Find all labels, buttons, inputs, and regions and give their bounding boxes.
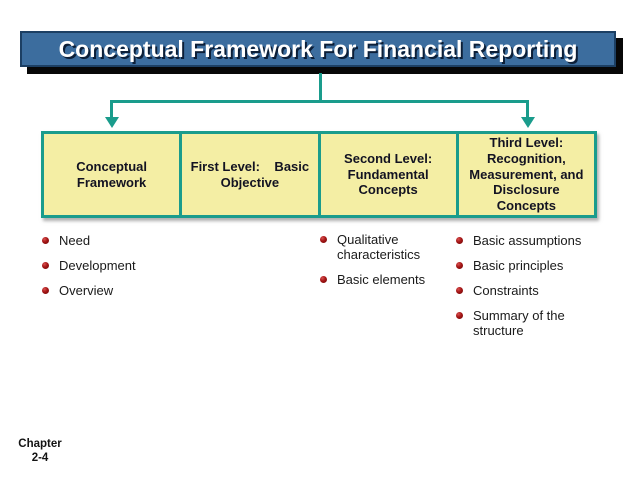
box-second-level-fundamental-concepts: Second Level: Fundamental Concepts bbox=[320, 134, 456, 215]
bullet-icon bbox=[456, 312, 463, 319]
box-conceptual-framework: Conceptual Framework bbox=[44, 134, 180, 215]
list-item-text: Constraints bbox=[473, 283, 539, 298]
connector-right-drop-line bbox=[526, 100, 529, 118]
list-item-text: Basic elements bbox=[337, 272, 426, 287]
list-item-text: Summary of the structure bbox=[473, 308, 565, 338]
list-item-text: Qualitative characteristics bbox=[337, 232, 421, 262]
slide-title-banner: Conceptual Framework For Financial Repor… bbox=[20, 31, 616, 67]
bullet-icon bbox=[456, 287, 463, 294]
chapter-word: Chapter bbox=[18, 438, 62, 450]
box-third-level-recognition-measurement-disclosure: Third Level: Recognition, Measurement, a… bbox=[458, 134, 594, 215]
arrow-down-icon bbox=[521, 117, 535, 128]
bullet-icon bbox=[42, 237, 49, 244]
bullet-icon bbox=[456, 237, 463, 244]
level-boxes-row: Conceptual Framework First Level: Basic … bbox=[41, 131, 597, 218]
list-item: Constraints bbox=[456, 283, 596, 298]
list-item-text: Overview bbox=[59, 283, 114, 298]
arrow-down-icon bbox=[105, 117, 119, 128]
box-label: Conceptual Framework bbox=[76, 158, 148, 190]
chapter-number: 2-4 bbox=[31, 452, 49, 464]
box-first-level-basic-objective: First Level: Basic Objective bbox=[182, 134, 318, 215]
list-item-text: Basic assumptions bbox=[473, 233, 582, 248]
box-label: Third Level: Recognition, Measurement, a… bbox=[469, 134, 584, 214]
list-item: Basic principles bbox=[456, 258, 596, 273]
bullet-icon bbox=[320, 236, 327, 243]
connector-left-drop-line bbox=[110, 100, 113, 118]
bullet-icon bbox=[42, 262, 49, 269]
list-item: Qualitative characteristics bbox=[320, 232, 446, 262]
box-label: Second Level: Fundamental Concepts bbox=[344, 150, 433, 198]
bullet-icon bbox=[456, 262, 463, 269]
list-item: Need bbox=[42, 233, 217, 248]
list-item: Overview bbox=[42, 283, 217, 298]
bullet-list-second-level: Qualitative characteristics Basic elemen… bbox=[320, 232, 446, 297]
box-label: First Level: Basic Objective bbox=[190, 158, 310, 190]
list-item: Summary of the structure bbox=[456, 308, 596, 338]
chapter-label: Chapter 2-4 bbox=[8, 437, 72, 465]
slide-title: Conceptual Framework For Financial Repor… bbox=[58, 35, 578, 62]
list-item: Development bbox=[42, 258, 217, 273]
list-item: Basic assumptions bbox=[456, 233, 596, 248]
connector-horizontal-line bbox=[110, 100, 529, 103]
bullet-icon bbox=[42, 287, 49, 294]
bullet-list-third-level: Basic assumptions Basic principles Const… bbox=[456, 233, 596, 348]
list-item-text: Development bbox=[59, 258, 136, 273]
list-item-text: Need bbox=[59, 233, 91, 248]
bullet-icon bbox=[320, 276, 327, 283]
connector-stem-line bbox=[319, 73, 322, 102]
bullet-list-conceptual-framework: Need Development Overview bbox=[42, 233, 217, 308]
list-item-text: Basic principles bbox=[473, 258, 564, 273]
list-item: Basic elements bbox=[320, 272, 446, 287]
